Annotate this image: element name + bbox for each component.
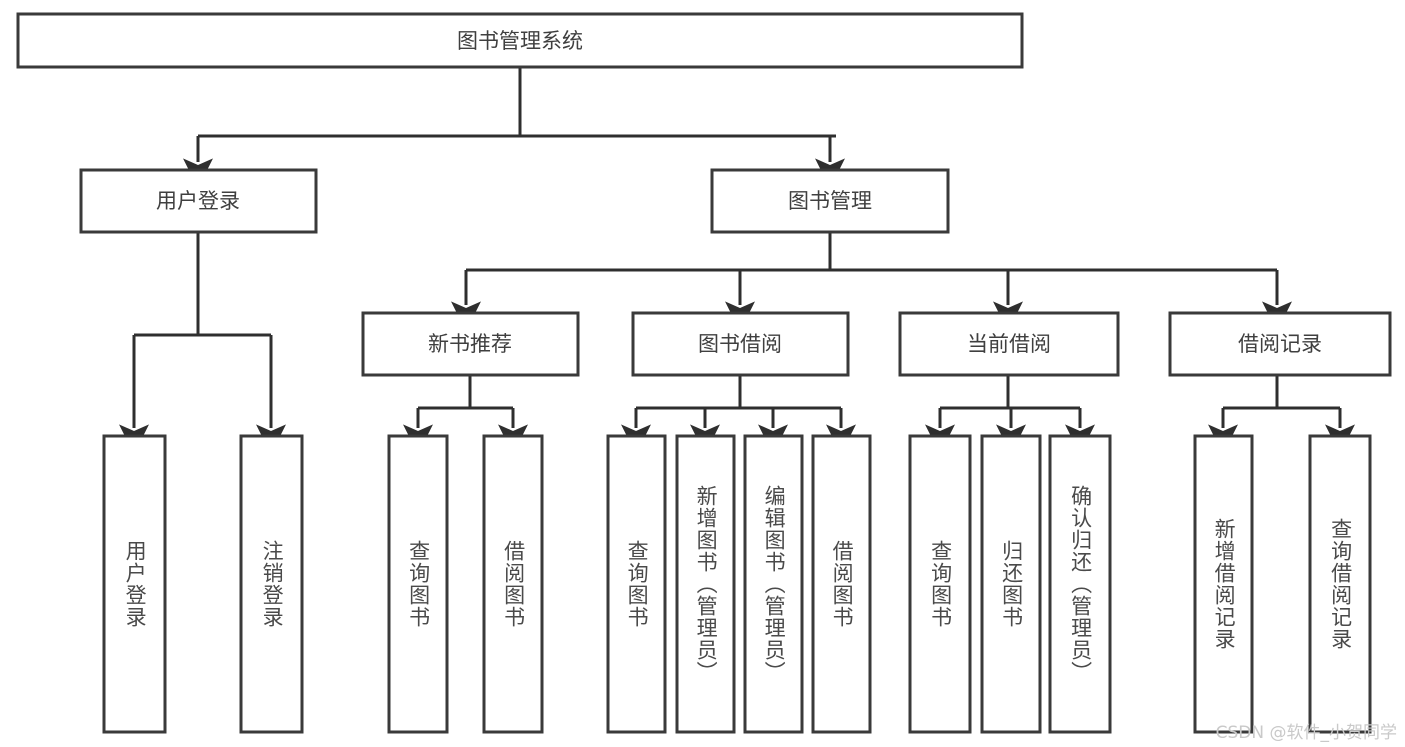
node-leaf-confirm-return-box[interactable] xyxy=(1048,434,1112,734)
node-leaf-return-book-box[interactable] xyxy=(980,434,1042,734)
node-leaf-user-logout-box[interactable] xyxy=(239,434,304,734)
node-leaf-borrow-book-2-box[interactable] xyxy=(811,434,872,734)
node-root[interactable]: 图书管理系统 xyxy=(16,12,1024,69)
node-new-book-recommend-label: 新书推荐 xyxy=(428,332,512,356)
node-borrow-record[interactable]: 借阅记录 xyxy=(1168,311,1392,377)
node-leaf-add-book-box[interactable] xyxy=(675,434,736,734)
node-book-manage-label: 图书管理 xyxy=(788,189,872,213)
node-user-login-label: 用户登录 xyxy=(156,189,240,213)
node-new-book-recommend[interactable]: 新书推荐 xyxy=(361,311,580,377)
node-current-borrow-label: 当前借阅 xyxy=(967,332,1051,356)
watermark-text: CSDN @软件_小贺同学 xyxy=(1215,723,1397,743)
node-current-borrow[interactable]: 当前借阅 xyxy=(898,311,1120,377)
node-new-book-recommend-box[interactable] xyxy=(361,311,580,377)
node-user-login[interactable]: 用户登录 xyxy=(79,168,318,234)
node-root-box[interactable] xyxy=(16,12,1024,69)
node-book-borrow[interactable]: 图书借阅 xyxy=(631,311,850,377)
node-leaf-query-book-3-box[interactable] xyxy=(908,434,972,734)
node-book-manage-box[interactable] xyxy=(710,168,950,234)
node-user-login-box[interactable] xyxy=(79,168,318,234)
node-borrow-record-box[interactable] xyxy=(1168,311,1392,377)
connector-links xyxy=(119,67,1355,455)
node-leaf-add-record-box[interactable] xyxy=(1193,434,1254,734)
node-book-manage[interactable]: 图书管理 xyxy=(710,168,950,234)
node-leaf-query-book-1-box[interactable] xyxy=(387,434,449,734)
node-book-borrow-box[interactable] xyxy=(631,311,850,377)
node-leaf-query-book-2-box[interactable] xyxy=(606,434,667,734)
node-borrow-record-label: 借阅记录 xyxy=(1238,332,1322,356)
node-leaf-edit-book-box[interactable] xyxy=(743,434,804,734)
node-leaf-user-login-box[interactable] xyxy=(102,434,167,734)
node-book-borrow-label: 图书借阅 xyxy=(698,332,782,356)
leaf-node-boxes xyxy=(102,434,1372,734)
node-current-borrow-box[interactable] xyxy=(898,311,1120,377)
node-leaf-query-record-box[interactable] xyxy=(1308,434,1372,734)
node-root-label: 图书管理系统 xyxy=(457,29,583,53)
node-leaf-borrow-book-1-box[interactable] xyxy=(482,434,544,734)
